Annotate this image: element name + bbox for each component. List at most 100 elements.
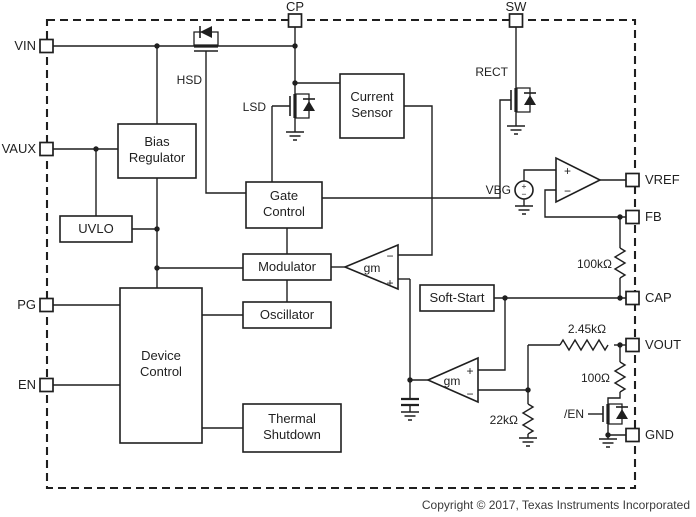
ground-symbols <box>286 125 617 448</box>
pin-vaux-label: VAUX <box>2 141 37 156</box>
lsd-label: LSD <box>243 100 267 114</box>
block-modulator: Modulator <box>242 253 332 281</box>
resistor-100k: 100kΩ <box>577 247 627 279</box>
thermal-label-1: Thermal <box>268 411 316 426</box>
block-uvlo: UVLO <box>59 215 133 243</box>
pin-vout-label: VOUT <box>645 337 681 352</box>
current-sensor-label-2: Sensor <box>351 105 393 120</box>
ground-22k <box>519 437 537 447</box>
pin-pg: PG <box>17 297 54 313</box>
vref-amp-plus: + <box>564 164 571 178</box>
device-control-label-1: Device <box>141 348 181 363</box>
rect-label: RECT <box>475 65 508 79</box>
vbg-source: + − VBG <box>486 180 534 200</box>
resistor-2-45k-label: 2.45kΩ <box>568 322 606 336</box>
gm1-label: gm <box>364 261 381 275</box>
resistor-100: 100Ω <box>581 361 627 393</box>
ground-rect <box>507 125 525 135</box>
function-blocks: Bias Regulator UVLO Gate Control Modulat… <box>59 73 495 453</box>
pin-fb: FB <box>625 209 662 225</box>
block-uvlo-box <box>59 215 133 243</box>
pin-vin-label: VIN <box>14 38 36 53</box>
resistor-22k-label: 22kΩ <box>490 413 518 427</box>
block-bias-regulator: Bias Regulator <box>117 123 197 179</box>
chip-boundary <box>45 18 637 490</box>
en-transistor: /EN <box>564 403 628 425</box>
soft-start-label: Soft-Start <box>430 290 485 305</box>
resistor-100k-label: 100kΩ <box>577 257 612 271</box>
lsd-transistor: LSD <box>243 93 315 119</box>
gate-control-label-2: Control <box>263 204 305 219</box>
vbg-minus: − <box>522 189 527 199</box>
uvlo-label: UVLO <box>78 221 113 236</box>
gm-amplifier-2: + − gm <box>426 356 479 404</box>
ground-comp <box>401 411 419 421</box>
lsd-body-diode <box>303 101 315 111</box>
pin-pg-label: PG <box>17 297 36 312</box>
gm1-minus: − <box>386 249 393 263</box>
resistor-100-label: 100Ω <box>581 371 610 385</box>
block-oscillator: Oscillator <box>242 301 332 329</box>
pins: VIN VAUX PG EN CP SW VREF FB <box>2 0 681 443</box>
pin-vin: VIN <box>14 38 54 54</box>
ground-vbg <box>515 205 533 215</box>
gm2-label: gm <box>444 374 461 388</box>
resistor-2-45k: 2.45kΩ <box>559 322 609 352</box>
pin-vaux: VAUX <box>2 141 54 157</box>
ground-lsd <box>286 131 304 141</box>
gm2-plus: + <box>466 364 473 378</box>
junction-dots <box>93 43 623 438</box>
block-oscillator-box <box>242 301 332 329</box>
pin-vout: VOUT <box>625 337 681 353</box>
pin-gnd-label: GND <box>645 427 674 442</box>
vbg-label: VBG <box>486 183 511 197</box>
gm1-plus: + <box>386 276 393 290</box>
pin-en-label: EN <box>18 377 36 392</box>
hsd-label: HSD <box>177 73 203 87</box>
current-sensor-label-1: Current <box>350 89 394 104</box>
pin-sw-label: SW <box>506 0 528 14</box>
pin-cp-label: CP <box>286 0 304 14</box>
hsd-transistor: HSD <box>177 26 219 87</box>
en-body-diode <box>616 409 628 419</box>
gate-control-label-1: Gate <box>270 188 298 203</box>
pin-en: EN <box>18 377 54 393</box>
block-soft-start: Soft-Start <box>419 284 495 312</box>
hsd-body-diode <box>200 26 212 38</box>
vref-amp-triangle <box>555 156 602 204</box>
vbg-plus: + <box>522 181 527 191</box>
device-control-label-2: Control <box>140 364 182 379</box>
block-device-control: Device Control <box>119 287 203 444</box>
compensation-capacitor <box>401 397 419 407</box>
vref-buffer-amp: + − <box>555 156 602 204</box>
block-modulator-box <box>242 253 332 281</box>
ground-en-fet <box>599 438 617 448</box>
vbg-circle <box>514 180 534 200</box>
wires <box>53 27 626 439</box>
pin-vref-label: VREF <box>645 172 680 187</box>
modulator-label: Modulator <box>258 259 316 274</box>
block-current-sensor-box <box>339 73 405 139</box>
pin-sw: SW <box>506 0 528 28</box>
resistor-22k: 22kΩ <box>490 403 535 435</box>
gm2-triangle <box>426 356 479 404</box>
pin-cap-label: CAP <box>645 290 672 305</box>
pin-cp: CP <box>286 0 304 28</box>
vref-amp-minus: − <box>564 184 571 198</box>
bias-label-2: Regulator <box>129 150 186 165</box>
pin-fb-label: FB <box>645 209 662 224</box>
gm-amplifier-1: − + gm <box>342 243 399 291</box>
block-thermal-shutdown: Thermal Shutdown <box>242 403 342 453</box>
rect-transistor: RECT <box>475 65 536 113</box>
oscillator-label: Oscillator <box>260 307 315 322</box>
gm2-minus: − <box>466 387 473 401</box>
gm1-triangle <box>342 243 399 291</box>
en-fet-label: /EN <box>564 407 584 421</box>
pin-vref: VREF <box>625 172 680 188</box>
thermal-label-2: Shutdown <box>263 427 321 442</box>
pin-cap: CAP <box>625 290 672 306</box>
block-current-sensor: Current Sensor <box>339 73 405 139</box>
block-thermal-shutdown-box <box>242 403 342 453</box>
block-device-control-box <box>119 287 203 444</box>
